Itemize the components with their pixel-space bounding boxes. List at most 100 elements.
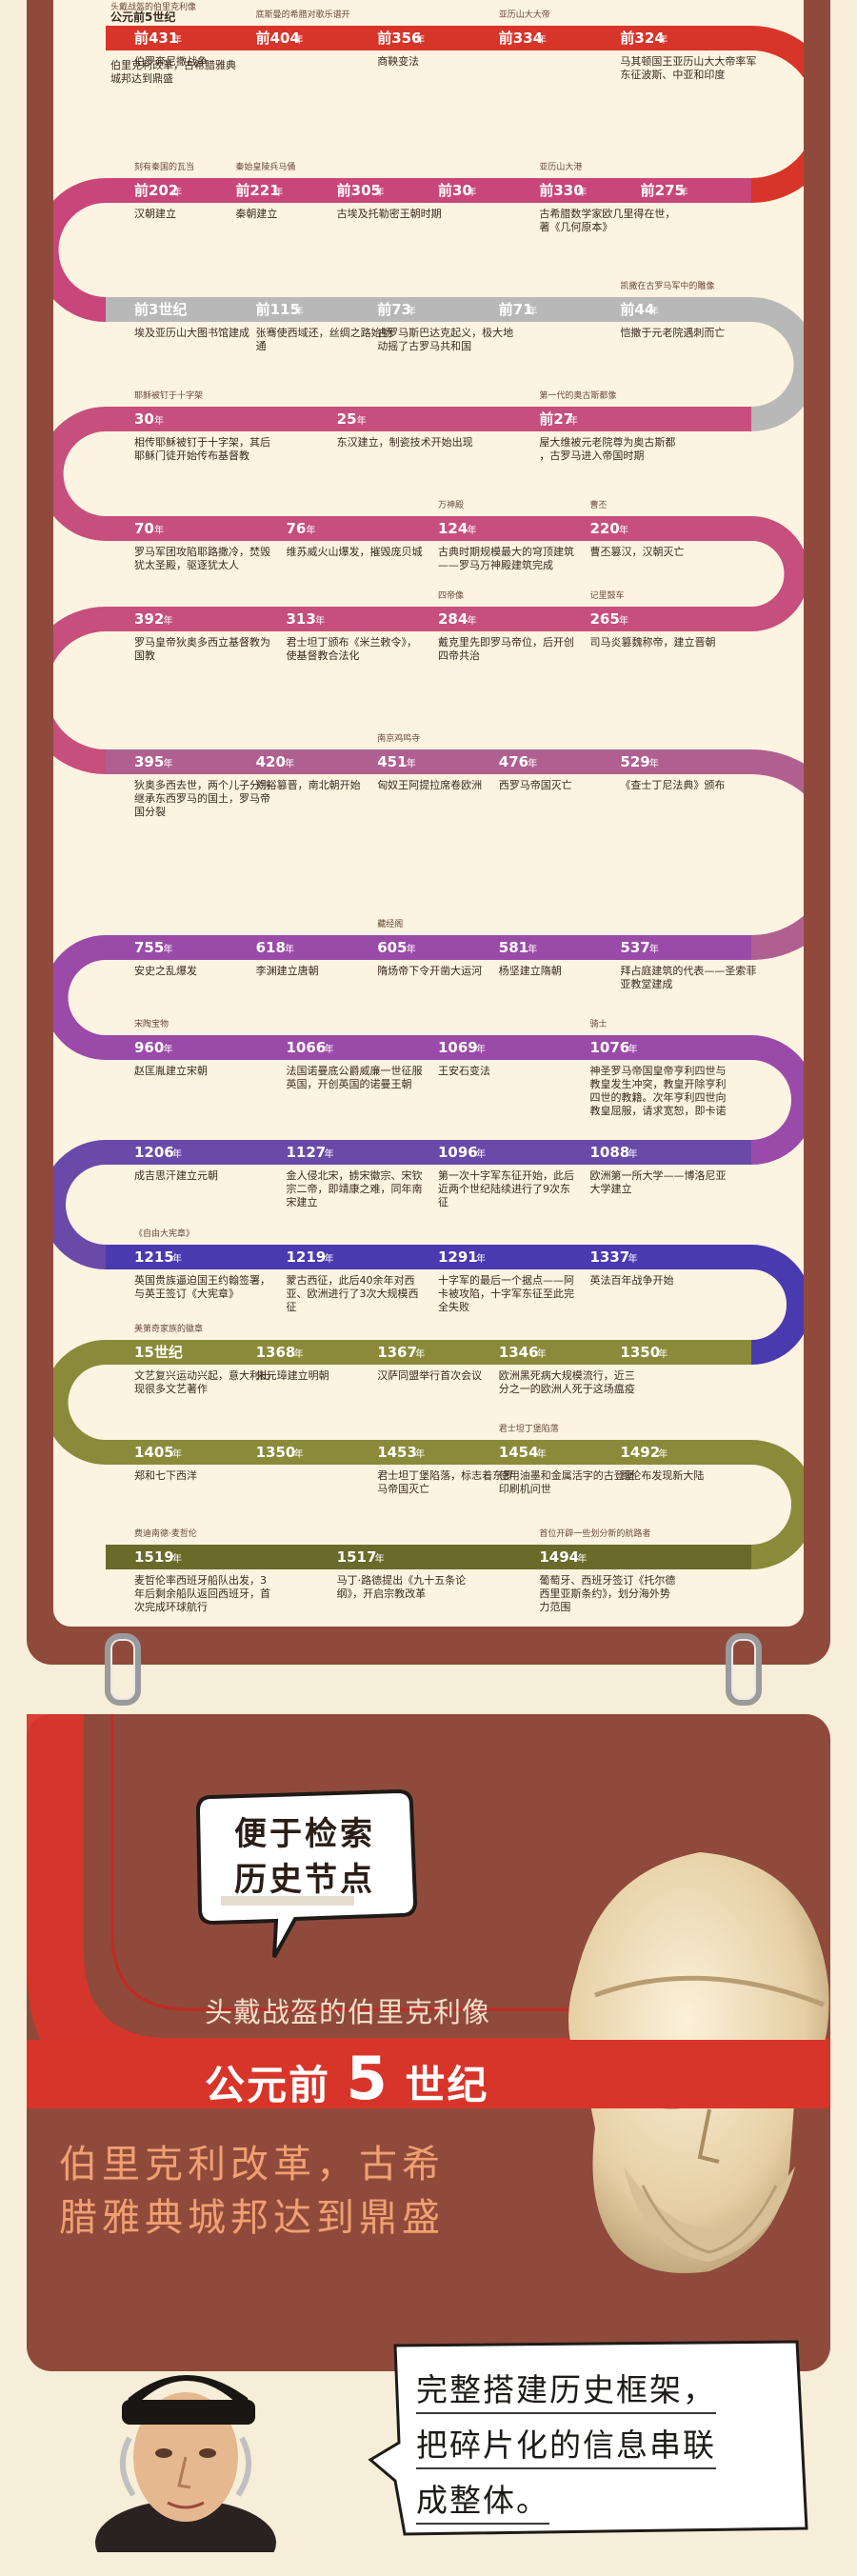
event-label: 征 xyxy=(287,1301,297,1313)
timeline-band-row12 xyxy=(106,1340,751,1365)
era-marker-label: 伯里克利改革，古希腊雅典 xyxy=(110,58,236,71)
event-label: 亚、欧洲进行了3次大规模西 xyxy=(287,1287,419,1300)
event-caption: 宋陶宝物 xyxy=(134,1018,169,1029)
event-year: 284 xyxy=(438,610,468,628)
era-bar xyxy=(27,2040,830,2108)
event-year-suffix: 年 xyxy=(273,186,283,198)
event-label: 赵匡胤建立宋朝 xyxy=(134,1064,208,1077)
event-year-suffix: 年 xyxy=(468,614,477,627)
event-year: 25 xyxy=(337,410,357,428)
timeline-band-row3 xyxy=(106,297,751,322)
event-label: 君士坦丁堡陷落，标志着东罗 xyxy=(377,1468,513,1482)
timeline-turn-row7 xyxy=(750,749,804,960)
event-label: 拜占庭建筑的代表——圣索菲 xyxy=(620,964,756,977)
summary-note: 完整搭建历史框架， 把碎片化的信息串联 成整体。 xyxy=(367,2338,814,2538)
event-label: 现很多文艺著作 xyxy=(134,1382,208,1395)
era-marker-year: 公元前5世纪 xyxy=(110,10,175,24)
event-year-suffix: 年 xyxy=(172,1148,182,1160)
event-caption: 曹丕 xyxy=(590,499,608,510)
timeline-band-row4 xyxy=(106,407,751,431)
event-year-suffix: 年 xyxy=(415,1348,425,1360)
event-label: 分之一的欧洲人死于这场瘟疫 xyxy=(499,1382,635,1395)
bubble-line-1: 便于检索 xyxy=(234,1815,375,1853)
event-label: 匈奴王阿提拉席卷欧洲 xyxy=(377,778,482,791)
event-year-suffix: 年 xyxy=(407,757,416,769)
event-year-suffix: 年 xyxy=(164,614,173,627)
event-label: 屋大维被元老院尊为奥古斯都 xyxy=(539,435,675,449)
top-caption: 头戴战盔的伯里克利像 xyxy=(110,1,196,12)
event-year: 30 xyxy=(134,410,154,428)
event-year: 1215 xyxy=(134,1248,174,1266)
event-year-suffix: 年 xyxy=(172,1448,182,1460)
timeline-turn-row5 xyxy=(750,516,804,631)
event-year: 前115 xyxy=(256,301,300,318)
note-line-1: 完整搭建历史框架， xyxy=(416,2365,716,2414)
event-year: 420 xyxy=(256,753,286,770)
event-year-suffix: 年 xyxy=(568,414,578,427)
event-year: 1517 xyxy=(337,1548,377,1566)
event-label: 亚教堂建成 xyxy=(620,977,672,990)
event-year: 前221 xyxy=(235,182,279,199)
event-label: 古罗马斯巴达克起义，极大地 xyxy=(377,326,513,339)
event-year-suffix: 年 xyxy=(415,33,425,46)
event-label: 金人侵北宋，掳宋徽宗、宋钦 xyxy=(287,1168,423,1182)
timeline-turn-row3 xyxy=(750,297,804,431)
timeline-band-row6 xyxy=(106,607,751,631)
note-line-3: 成整体。 xyxy=(416,2475,549,2525)
event-year: 前334 xyxy=(499,30,543,47)
event-year: 476 xyxy=(499,753,528,770)
event-year-suffix: 年 xyxy=(375,186,385,198)
event-label: 古希腊数学家欧几里得在世， xyxy=(539,207,675,220)
event-year: 1368 xyxy=(256,1344,296,1361)
event-caption: 骑士 xyxy=(590,1018,608,1029)
event-year: 1337 xyxy=(590,1248,630,1266)
event-year-suffix: 年 xyxy=(154,414,164,427)
event-label: 刘裕篡晋，南北朝开始 xyxy=(256,778,361,791)
event-year-suffix: 年 xyxy=(325,1148,334,1160)
event-year-suffix: 年 xyxy=(628,1043,638,1055)
event-caption: 四帝像 xyxy=(438,589,464,601)
event-year: 618 xyxy=(256,939,286,956)
event-year: 1492 xyxy=(620,1444,660,1461)
event-label: 继承东西罗马的国土，罗马帝 xyxy=(134,791,270,805)
event-year: 70 xyxy=(134,520,154,537)
era-description-line-1: 伯里克利改革，古希 xyxy=(59,2143,445,2187)
event-label: 文艺复兴运动兴起，意大利出 xyxy=(134,1368,270,1382)
event-label: 国教 xyxy=(134,649,155,662)
event-year: 1494 xyxy=(539,1548,579,1566)
event-label: 君士坦丁颁布《米兰敕令》， xyxy=(287,635,418,649)
event-year-suffix: 年 xyxy=(375,1552,385,1565)
event-caption: 凯撒在古罗马军中的雕像 xyxy=(620,280,714,291)
bubble-shape xyxy=(195,1788,418,1958)
event-label: 次完成环球航行 xyxy=(134,1600,208,1613)
event-label: 印刷机问世 xyxy=(499,1482,551,1495)
event-label: 葡萄牙、西班牙签订《托尔德 xyxy=(539,1573,675,1587)
timeline-turn-row13 xyxy=(750,1440,804,1569)
event-label: 王安石变法 xyxy=(438,1064,490,1077)
event-label: 神圣罗马帝国皇帝亨利四世与 xyxy=(590,1064,727,1077)
event-year: 前305 xyxy=(337,182,381,199)
event-year: 前71 xyxy=(499,301,533,318)
event-label: 卡被攻陷，十字军东征至此完 xyxy=(438,1287,574,1300)
event-label: 英法百年战争开始 xyxy=(590,1273,674,1287)
event-label: 张骞使西域还，丝绸之路始畅 xyxy=(256,326,392,339)
